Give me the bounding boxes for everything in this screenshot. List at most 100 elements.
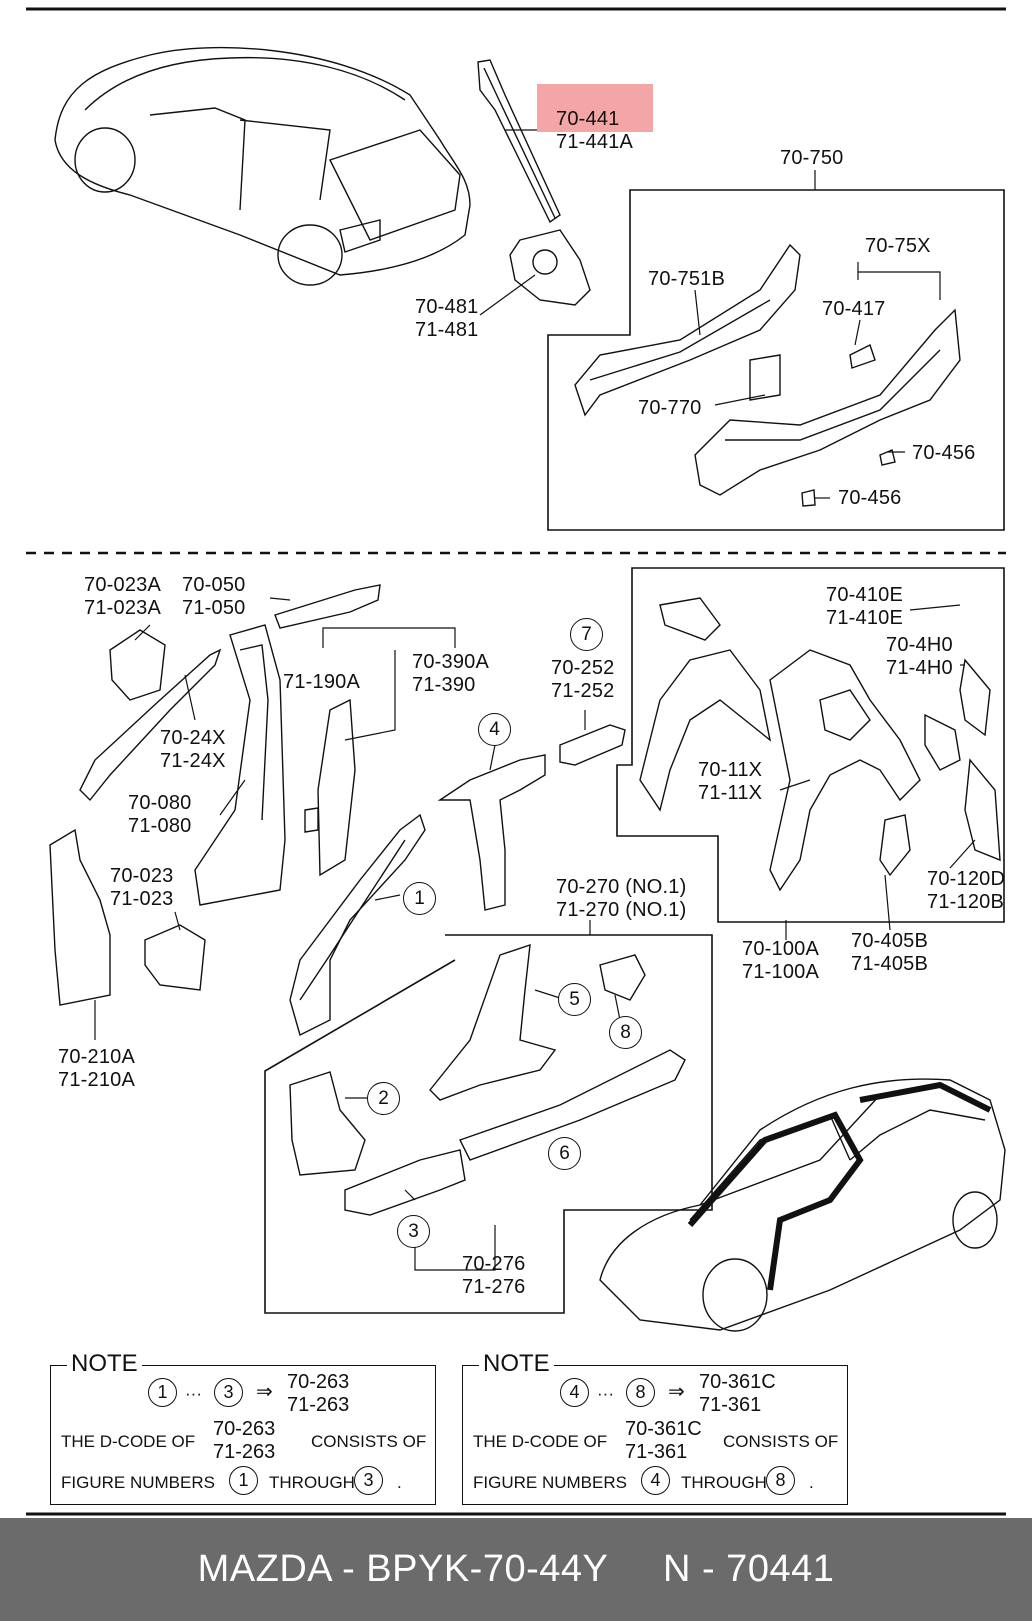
callout-5[interactable]: 5 <box>558 983 591 1016</box>
label-70-4h0[interactable]: 70-4H0 71-4H0 <box>886 634 953 680</box>
note-1-from-callout: 1 <box>148 1378 177 1407</box>
label-70-276[interactable]: 70-276 71-276 <box>462 1253 525 1299</box>
group-bracket-70-390a <box>322 627 456 648</box>
label-70-456-upper[interactable]: 70-456 <box>912 442 975 465</box>
callout-4[interactable]: 4 <box>478 713 511 746</box>
label-70-390a-line1: 70-390A <box>412 651 490 673</box>
label-70-252-line2: 71-252 <box>551 680 615 702</box>
label-70-023[interactable]: 70-023 71-023 <box>110 865 173 911</box>
callout-3[interactable]: 3 <box>397 1215 430 1248</box>
label-70-405b-line2: 71-405B <box>851 953 929 975</box>
note-1-consists-text: CONSISTS OF <box>311 1432 427 1451</box>
label-70-410e-line1: 70-410E <box>826 584 904 606</box>
label-70-750[interactable]: 70-750 <box>780 147 843 170</box>
callout-2[interactable]: 2 <box>367 1082 400 1115</box>
label-70-276-line2: 71-276 <box>462 1276 526 1298</box>
rear-panel-drawings <box>574 243 961 507</box>
note-2-inline-code-2: 71-361 <box>625 1441 688 1463</box>
label-70-120d-line2: 71-120B <box>927 891 1005 913</box>
label-70-456-lower[interactable]: 70-456 <box>838 487 901 510</box>
label-70-023a[interactable]: 70-023A 71-023A <box>84 574 161 620</box>
label-70-050-line1: 70-050 <box>182 574 246 596</box>
label-70-4h0-line1: 70-4H0 <box>886 634 953 656</box>
label-70-24x-line1: 70-24X <box>160 727 226 749</box>
label-70-080-line2: 71-080 <box>128 815 192 837</box>
part-highlight-70-441 <box>537 84 653 132</box>
label-70-270[interactable]: 70-270 (NO.1) 71-270 (NO.1) <box>556 876 686 922</box>
note-1-through-text: THROUGH <box>269 1473 355 1492</box>
label-70-270-line2: 71-270 (NO.1) <box>556 899 687 921</box>
label-70-050-line2: 71-050 <box>182 597 246 619</box>
label-70-252[interactable]: 70-252 71-252 <box>551 657 614 703</box>
wheel-housing-group-box <box>616 567 1005 923</box>
leader-lines <box>94 129 976 1201</box>
label-70-390a-line2: 71-390 <box>412 674 476 696</box>
note-1-arrow: ⇒ <box>256 1381 273 1403</box>
note-1-figure-numbers-text: FIGURE NUMBERS <box>61 1473 215 1492</box>
label-70-75x[interactable]: 70-75X <box>865 235 931 258</box>
note-2-arrow: ⇒ <box>668 1381 685 1403</box>
callout-6[interactable]: 6 <box>548 1137 581 1170</box>
label-70-417-line1: 70-417 <box>822 298 886 320</box>
label-70-120d-line1: 70-120D <box>927 868 1006 890</box>
label-70-11x[interactable]: 70-11X 71-11X <box>698 759 762 805</box>
label-70-417[interactable]: 70-417 <box>822 298 885 321</box>
note-2-figure-numbers-text: FIGURE NUMBERS <box>473 1473 627 1492</box>
label-70-023a-line1: 70-023A <box>84 574 162 596</box>
callout-1[interactable]: 1 <box>403 882 436 915</box>
label-70-481-line1: 70-481 <box>415 296 479 318</box>
note-1-through-from: 1 <box>229 1466 258 1495</box>
label-70-410e-line2: 71-410E <box>826 607 904 629</box>
label-70-023a-line2: 71-023A <box>84 597 162 619</box>
note-1-through-to: 3 <box>354 1466 383 1495</box>
side-sill-drawings <box>289 943 686 1216</box>
callout-8[interactable]: 8 <box>609 1016 642 1049</box>
label-70-050[interactable]: 70-050 71-050 <box>182 574 245 620</box>
note-1-to-callout: 3 <box>214 1378 243 1407</box>
label-71-190a[interactable]: 71-190A <box>283 671 360 694</box>
label-70-405b[interactable]: 70-405B 71-405B <box>851 930 928 976</box>
label-70-751b[interactable]: 70-751B <box>648 268 725 291</box>
label-70-100a[interactable]: 70-100A 71-100A <box>742 938 819 984</box>
label-70-481[interactable]: 70-481 71-481 <box>415 296 478 342</box>
note-2-through-from: 4 <box>641 1466 670 1495</box>
note-1-code-1: 70-263 <box>287 1371 350 1393</box>
label-70-390a[interactable]: 70-390A 71-390 <box>412 651 489 697</box>
label-71-190a-line1: 71-190A <box>283 671 361 693</box>
footer-part-number-text: MAZDA - BPYK-70-44Y N - 70441 <box>197 1548 835 1590</box>
note-2-codes: 70-361C 71-361 <box>699 1371 776 1417</box>
note-2-to-callout: 8 <box>626 1378 655 1407</box>
callout-7[interactable]: 7 <box>570 618 603 651</box>
group-bracket-71-190a <box>344 650 396 741</box>
label-70-080[interactable]: 70-080 71-080 <box>128 792 191 838</box>
note-box-2: NOTE 4 ··· 8 ⇒ 70-361C 71-361 THE D-CODE… <box>462 1350 848 1505</box>
label-70-456-upper-line1: 70-456 <box>912 442 976 464</box>
note-1-codes: 70-263 71-263 <box>287 1371 349 1417</box>
label-70-441[interactable]: 70-441 71-441A <box>556 108 633 154</box>
note-2-code-2: 71-361 <box>699 1394 762 1416</box>
label-70-210a[interactable]: 70-210A 71-210A <box>58 1046 135 1092</box>
note-1-period: . <box>397 1473 402 1492</box>
note-2-consists-text: CONSISTS OF <box>723 1432 839 1451</box>
note-2-dots: ··· <box>597 1384 614 1403</box>
label-70-770[interactable]: 70-770 <box>638 397 701 420</box>
label-70-405b-line1: 70-405B <box>851 930 929 952</box>
label-70-441-line2: 71-441A <box>556 131 634 153</box>
label-70-456-lower-line1: 70-456 <box>838 487 902 509</box>
note-1-codes-inline: 70-263 71-263 <box>213 1418 275 1464</box>
label-70-120d[interactable]: 70-120D 71-120B <box>927 868 1005 914</box>
note-1-dots: ··· <box>185 1384 202 1403</box>
label-70-023-line2: 71-023 <box>110 888 174 910</box>
hatchback-car-front-view <box>599 1078 1006 1332</box>
label-70-11x-line2: 71-11X <box>698 782 763 804</box>
rear-panel-group-box <box>547 189 1005 531</box>
note-1-inline-code-2: 71-263 <box>213 1441 276 1463</box>
note-2-period: . <box>809 1473 814 1492</box>
note-2-inline-code-1: 70-361C <box>625 1418 702 1440</box>
label-70-481-line2: 71-481 <box>415 319 479 341</box>
label-70-410e[interactable]: 70-410E 71-410E <box>826 584 903 630</box>
label-70-24x[interactable]: 70-24X 71-24X <box>160 727 226 773</box>
note-1-dcode-text: THE D-CODE OF <box>61 1432 196 1451</box>
label-70-276-line1: 70-276 <box>462 1253 526 1275</box>
note-2-through-to: 8 <box>766 1466 795 1495</box>
